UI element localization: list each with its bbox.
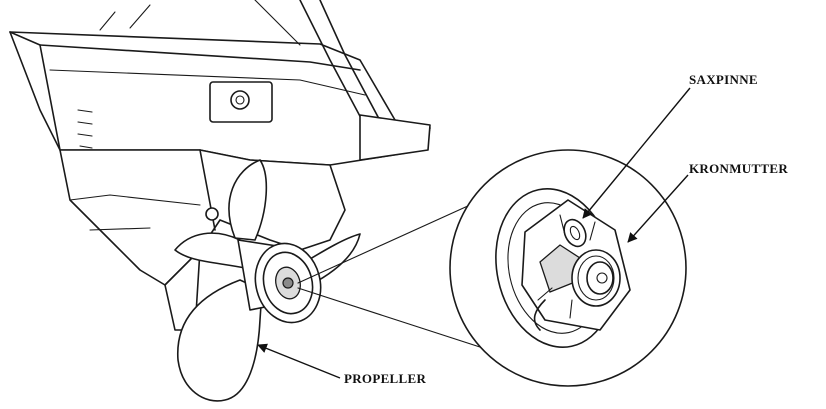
- gear-case: [59, 149, 346, 331]
- propeller: [174, 159, 361, 402]
- propeller-leader: [257, 343, 341, 379]
- saxpinne-leader: [582, 87, 691, 219]
- kronmutter-leader: [627, 174, 689, 243]
- leader-lines: [257, 87, 691, 379]
- saxpinne-label: SAXPINNE: [689, 72, 758, 87]
- kronmutter-label: KRONMUTTER: [689, 161, 789, 176]
- detail-circle: [449, 149, 687, 387]
- propeller-label: PROPELLER: [344, 371, 427, 386]
- outboard-body: [9, 0, 431, 166]
